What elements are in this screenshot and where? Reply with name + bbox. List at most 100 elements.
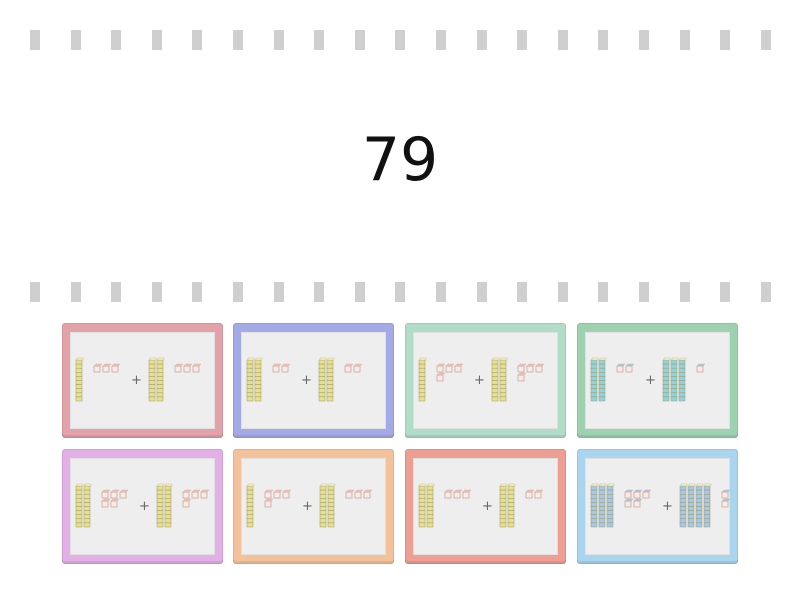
divider-dash <box>192 30 202 50</box>
rod-unit <box>254 388 262 394</box>
cube-top-face <box>281 363 291 367</box>
rod-unit <box>662 367 670 373</box>
divider-dash <box>436 282 446 302</box>
rod-unit <box>254 359 262 365</box>
rod-unit <box>246 384 254 389</box>
rod-unit <box>703 502 711 507</box>
rod-unit <box>418 380 426 385</box>
cube-top-face <box>354 489 364 493</box>
rod-unit <box>703 498 711 503</box>
divider-dash <box>30 30 40 50</box>
rod-unit <box>83 518 91 524</box>
rod-unit <box>687 518 695 524</box>
rod-unit <box>687 522 695 528</box>
plus-sign: + <box>482 499 493 514</box>
cube-top-face <box>101 498 111 502</box>
rod-unit <box>246 489 254 495</box>
rod-unit <box>606 485 614 491</box>
rod-unit <box>507 506 515 511</box>
rod-unit <box>678 363 686 369</box>
plus-sign: + <box>301 373 312 388</box>
rod-unit <box>679 489 687 495</box>
card-blocks-panel: + <box>585 458 730 555</box>
card-blocks-panel: + <box>241 332 386 429</box>
unit-cube <box>200 491 208 499</box>
rod-unit <box>687 510 695 515</box>
answer-card[interactable]: + <box>233 323 394 438</box>
rod-unit <box>695 522 703 528</box>
answer-card[interactable]: + <box>405 449 566 564</box>
base-ten-blocks: + <box>246 357 363 402</box>
rod-unit <box>326 384 334 389</box>
rod-unit <box>598 485 606 491</box>
rod-unit <box>590 372 598 377</box>
rod-unit <box>75 510 83 515</box>
rod-unit <box>426 498 434 503</box>
unit-cube <box>101 491 109 499</box>
divider-dash <box>355 30 365 50</box>
rod-unit <box>318 359 326 365</box>
answer-card[interactable]: + <box>577 449 738 564</box>
answer-card[interactable]: + <box>62 323 223 438</box>
rod-top-face <box>663 357 671 361</box>
cube-top-face <box>182 498 192 502</box>
rod-unit <box>164 510 172 515</box>
answer-card[interactable]: + <box>62 449 223 564</box>
rod-unit <box>499 363 507 369</box>
rod-unit <box>156 506 164 511</box>
answer-card[interactable]: + <box>233 449 394 564</box>
rod-unit <box>164 498 172 503</box>
unit-cube <box>721 491 729 499</box>
rod-unit <box>75 367 83 373</box>
rod-unit <box>590 388 598 394</box>
ten-rod <box>326 357 335 402</box>
rod-unit <box>598 376 606 381</box>
rod-unit <box>590 518 598 524</box>
rod-top-face <box>149 357 157 361</box>
unit-cube <box>436 365 444 373</box>
rod-unit <box>246 388 254 394</box>
divider-dash <box>71 30 81 50</box>
divider-dash <box>355 282 365 302</box>
ten-rod <box>598 483 607 528</box>
cube-top-face <box>444 489 454 493</box>
answer-card[interactable]: + <box>577 323 738 438</box>
rod-unit <box>590 514 598 520</box>
rod-unit <box>670 367 678 373</box>
divider-dash <box>680 30 690 50</box>
rod-unit <box>662 359 670 365</box>
rod-top-face <box>500 357 508 361</box>
rod-top-face <box>591 483 599 487</box>
rod-unit <box>678 384 686 389</box>
rod-unit <box>327 502 335 507</box>
rod-unit <box>246 363 254 369</box>
rod-unit <box>491 367 499 373</box>
rod-unit <box>695 510 703 515</box>
cube-top-face <box>624 489 634 493</box>
rod-unit <box>499 380 507 385</box>
rod-unit <box>606 493 614 499</box>
divider-dash <box>761 282 771 302</box>
rod-top-face <box>607 483 615 487</box>
rod-unit <box>327 498 335 503</box>
cube-top-face <box>191 489 201 493</box>
cube-top-face <box>517 363 527 367</box>
rod-unit <box>679 493 687 499</box>
rod-unit <box>327 485 335 491</box>
ten-rod <box>678 357 687 402</box>
rod-unit <box>75 388 83 394</box>
rod-unit <box>326 376 334 381</box>
rod-unit <box>606 510 614 515</box>
answer-card[interactable]: + <box>405 323 566 438</box>
rod-unit <box>418 518 426 524</box>
rod-unit <box>499 485 507 491</box>
cube-top-face <box>453 489 463 493</box>
divider-dash <box>598 282 608 302</box>
cube-top-face <box>625 363 635 367</box>
rod-unit <box>327 510 335 515</box>
rod-unit <box>246 392 254 398</box>
rod-unit <box>662 372 670 377</box>
rod-unit <box>83 506 91 511</box>
rod-unit <box>499 522 507 528</box>
cube-top-face <box>526 363 536 367</box>
